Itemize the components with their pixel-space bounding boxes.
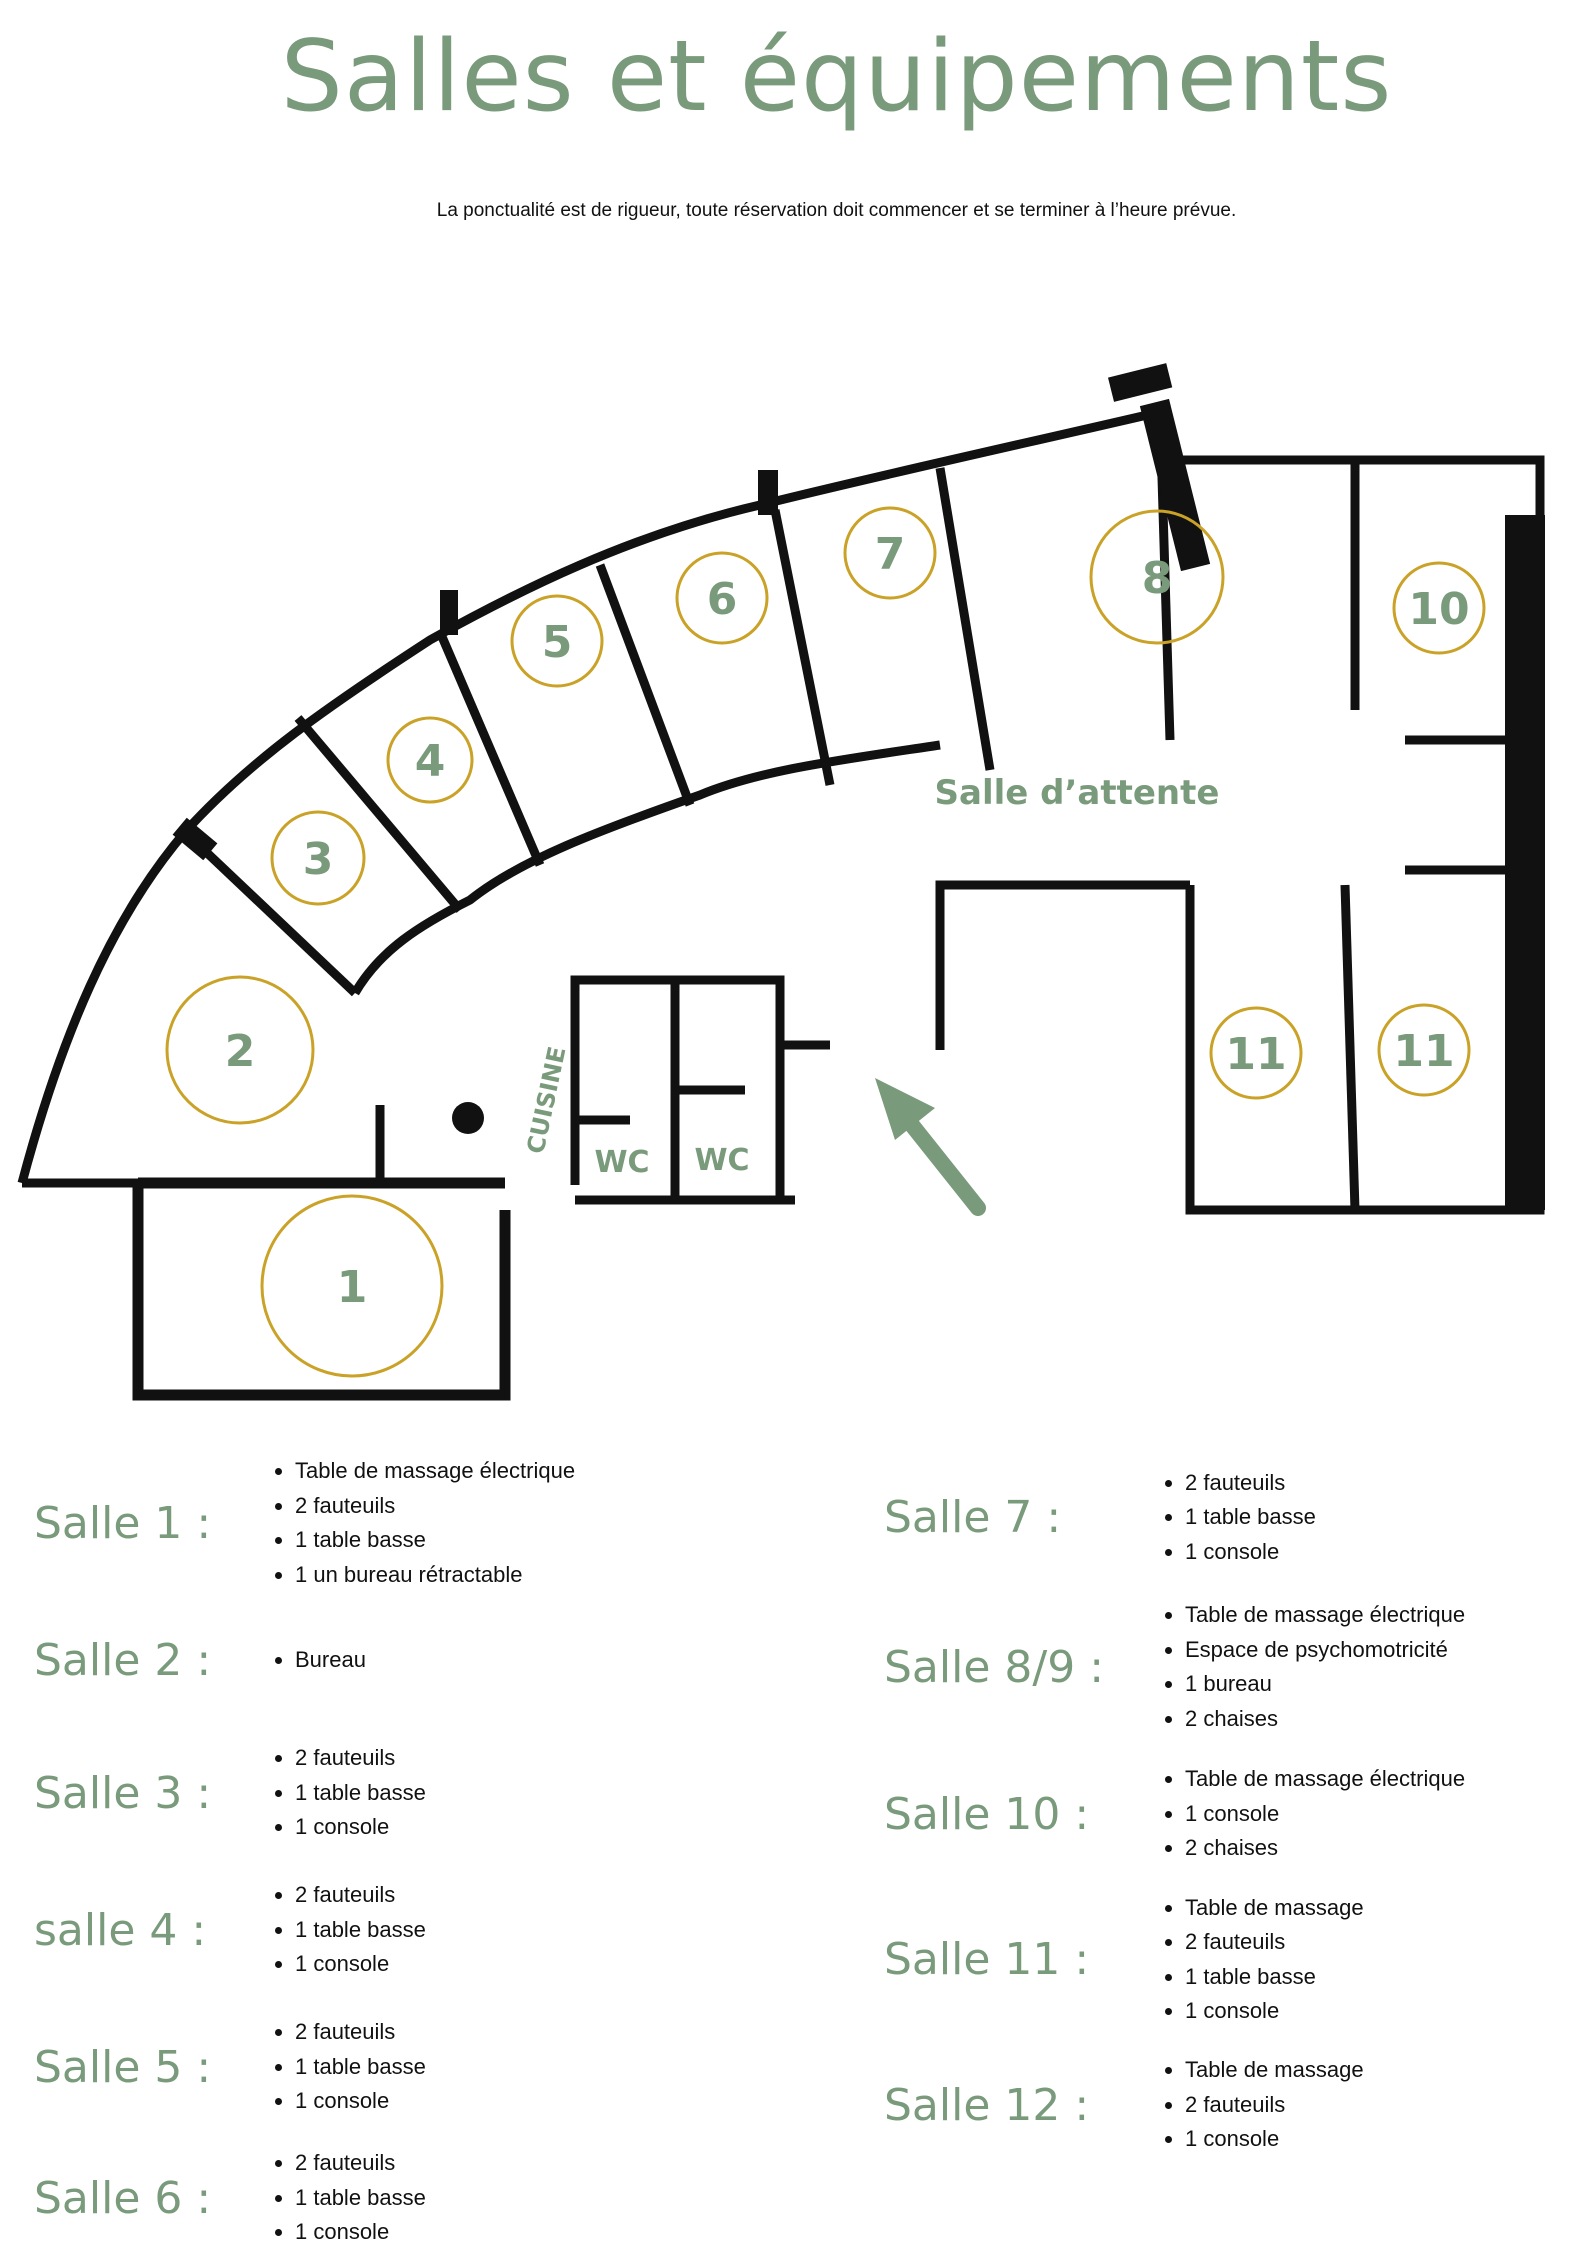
page-title: Salles et équipements [280,20,1393,134]
equipment-item: 1 console [295,1947,426,1982]
equipment-item: Table de massage électrique [1185,1762,1465,1797]
equipment-item: 1 console [295,1810,426,1845]
room-entry: Salle 10 : Table de massage électrique1 c… [884,1749,1587,1879]
equipment-item: 1 table basse [1185,1500,1316,1535]
equipment-item: 1 table basse [1185,1960,1364,1995]
right-thick-wall [1505,515,1545,1210]
room-entry: Salle 8/9 : Table de massage électriqueEs… [884,1585,1587,1749]
room-name: Salle 12 : [884,2079,1090,2131]
room-name: Salle 8/9 : [884,1641,1105,1693]
equipment-item: 1 console [295,2215,426,2250]
equipment-list: Table de massage2 fauteuils1 console [1149,2053,1364,2157]
equipment-item: 1 table basse [295,1523,575,1558]
equipment-item: 1 console [295,2084,426,2119]
equipment-item: 2 fauteuils [295,1741,426,1776]
equipment-item: 1 table basse [295,2181,426,2216]
room-label-10: 10 [1408,584,1469,635]
equipment-item: 1 console [1185,1535,1316,1570]
floor-plan: 1 2 3 4 5 6 7 8 10 11 11 Salle d’attente… [17,363,1545,1401]
waiting-room-label: Salle d’attente [935,773,1220,813]
equipment-list-left: Salle 1 :Table de massage électrique2 fa… [34,1450,794,2260]
equipment-item: Table de massage électrique [295,1454,575,1489]
equipment-list: Table de massage électriqueEspace de psy… [1149,1598,1465,1736]
room-label-11a: 11 [1225,1029,1286,1080]
room-label-6: 6 [707,574,738,625]
room-entry: Salle 3 : 2 fauteuils1 table basse1 conso… [34,1724,794,1862]
room-label-1: 1 [337,1262,368,1313]
waiting-room-area [372,668,1413,1020]
room-label-11b: 11 [1393,1026,1454,1077]
equipment-item: 2 fauteuils [295,1878,426,1913]
room-label-3: 3 [303,834,334,885]
equipment-item: 2 fauteuils [1185,1466,1316,1501]
entrance-arrow-icon [875,1078,986,1216]
equipment-item: 2 chaises [1185,1831,1465,1866]
room-name: Salle 10 : [884,1788,1090,1840]
room-entry: Salle 1 : Table de massage électrique2 fa… [34,1450,794,1596]
equipment-list: 2 fauteuils1 table basse1 console [259,2146,426,2250]
equipment-item: Table de massage [1185,1891,1364,1926]
room-entry: Salle 5 : 2 fauteuils1 table basse1 conso… [34,1998,794,2136]
room-name: salle 4 : [34,1904,207,1956]
room-label-2: 2 [225,1026,256,1077]
equipment-item: Espace de psychomotricité [1185,1633,1465,1668]
room-entry: Salle 6 : 2 fauteuils1 table basse1 conso… [34,2136,794,2260]
equipment-item: Table de massage électrique [1185,1598,1465,1633]
equipment-list: Bureau [259,1643,366,1678]
equipment-item: 1 console [1185,1994,1364,2029]
room-entry: Salle 2 : Bureau [34,1596,794,1724]
equipment-item: 1 console [1185,1797,1465,1832]
kitchen-label: CUISINE [521,1044,571,1156]
equipment-item: 1 bureau [1185,1667,1465,1702]
equipment-list: 2 fauteuils1 table basse1 console [259,1741,426,1845]
equipment-list: 2 fauteuils1 table basse1 console [1149,1466,1316,1570]
room-name: Salle 11 : [884,1934,1090,1985]
equipment-list: 2 fauteuils1 table basse1 console [259,2015,426,2119]
room-name: Salle 6 : [34,2172,212,2224]
room-entry: salle 4 : 2 fauteuils1 table basse1 conso… [34,1862,794,1998]
equipment-item: 2 fauteuils [1185,1925,1364,1960]
equipment-item: 1 table basse [295,2050,426,2085]
column-dot [452,1102,484,1134]
room-label-4: 4 [415,736,446,787]
equipment-item: 1 table basse [295,1776,426,1811]
wc-label-1: WC [594,1145,649,1180]
outer-wall-curve [17,407,1162,1185]
room-name: Salle 3 : [34,1767,212,1819]
room-entry: Salle 11 : Table de massage2 fauteuils1 t… [884,1879,1587,2040]
equipment-item: 1 un bureau rétractable [295,1558,575,1593]
page-subtitle: La ponctualité est de rigueur, toute rés… [436,200,1237,221]
equipment-list: Table de massage électrique1 console2 ch… [1149,1762,1465,1866]
equipment-list: Table de massage2 fauteuils1 table basse… [1149,1891,1364,2029]
equipment-item: Table de massage [1185,2053,1364,2088]
equipment-list-right: Salle 7 :2 fauteuils1 table basse1 conso… [884,1450,1587,2170]
wc-label-2: WC [694,1143,749,1178]
equipment-item: 2 fauteuils [295,2146,426,2181]
equipment-item: Bureau [295,1643,366,1678]
equipment-list: 2 fauteuils1 table basse1 console [259,1878,426,1982]
room-name: Salle 5 : [34,2041,212,2093]
equipment-item: 2 chaises [1185,1702,1465,1737]
room-entry: Salle 12 : Table de massage2 fauteuils1 c… [884,2040,1587,2170]
room-label-8: 8 [1142,553,1173,604]
inner-wall-curve [351,740,941,996]
equipment-item: 2 fauteuils [295,2015,426,2050]
equipment-item: 1 console [1185,2122,1364,2157]
room-name: Salle 7 : [884,1492,1062,1543]
equipment-item: 2 fauteuils [295,1489,575,1524]
room-entry: Salle 7 : 2 fauteuils1 table basse1 conso… [884,1450,1587,1585]
equipment-list: Table de massage électrique2 fauteuils1 … [259,1454,575,1592]
equipment-item: 1 table basse [295,1913,426,1948]
room-name: Salle 2 : [34,1634,212,1686]
room-label-7: 7 [875,529,906,580]
room-name: Salle 1 : [34,1497,212,1549]
equipment-item: 2 fauteuils [1185,2088,1364,2123]
room-label-5: 5 [542,617,573,668]
